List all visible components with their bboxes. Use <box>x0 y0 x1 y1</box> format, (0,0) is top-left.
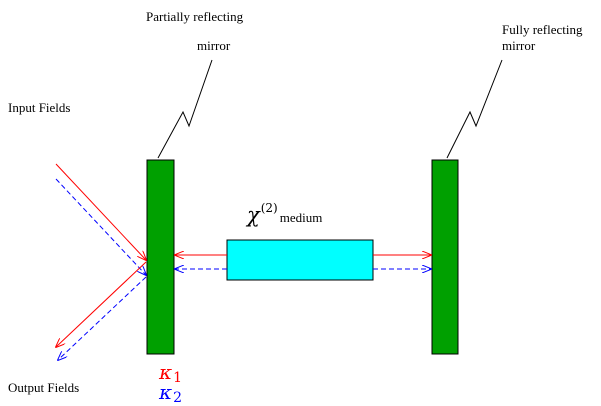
kappa2-symbol: κ <box>159 380 173 404</box>
output-field-1-arrow <box>56 261 147 347</box>
partially-reflecting-mirror <box>146 159 175 355</box>
input-fields-label: Input Fields <box>8 100 71 115</box>
output-fields-label: Output Fields <box>8 380 80 395</box>
kappa1-symbol: κ <box>159 360 173 384</box>
medium-word: medium <box>279 210 323 225</box>
partial-mirror-label-line1: Partially reflecting <box>146 9 244 24</box>
partial-mirror-pointer <box>157 59 213 159</box>
full-mirror-pointer <box>446 59 503 159</box>
full-mirror-label-line1: Fully reflecting <box>502 22 583 37</box>
kappa2-label: κ2 <box>159 380 182 406</box>
chi2-medium-crystal <box>226 239 374 281</box>
chi-symbol: χ <box>247 203 260 227</box>
input-field-2-arrow <box>55 178 146 275</box>
medium-label: χ(2)medium <box>247 201 323 227</box>
input-field-1-arrow <box>55 163 146 260</box>
output-field-2-arrow <box>58 276 147 360</box>
kappa2-subscript: 2 <box>173 390 183 406</box>
kappa1-subscript: 1 <box>173 370 183 386</box>
kappa1-label: κ1 <box>159 360 182 386</box>
chi-order: (2) <box>260 201 278 215</box>
fully-reflecting-mirror <box>431 159 459 355</box>
partial-mirror-label-line2: mirror <box>197 38 231 53</box>
full-mirror-label-line2: mirror <box>502 38 536 53</box>
